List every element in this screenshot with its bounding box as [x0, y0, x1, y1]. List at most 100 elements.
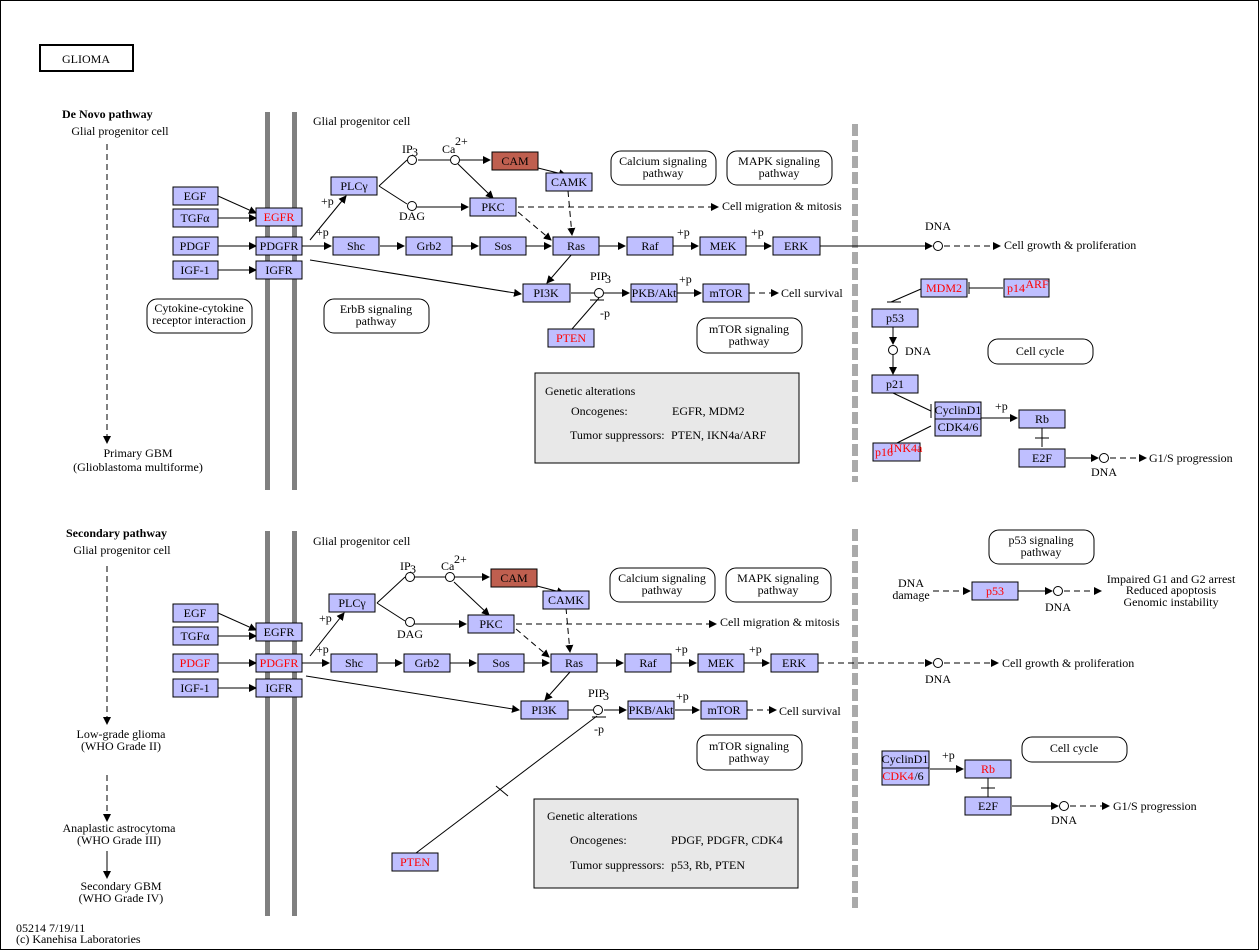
bottom-erk-node[interactable]: ERK	[770, 653, 819, 673]
svg-text:pathway: pathway	[759, 166, 800, 180]
top-igf1-node[interactable]: IGF-1	[172, 260, 219, 280]
top-shc-node[interactable]: Shc	[332, 236, 380, 256]
top-e2f-node[interactable]: E2F	[1018, 448, 1066, 468]
top-mek-node[interactable]: MEK	[699, 236, 747, 256]
bottom-dag-label: DAG	[397, 627, 423, 641]
svg-text:Sos: Sos	[494, 239, 512, 253]
top-pten-node[interactable]: PTEN	[547, 328, 595, 348]
bottom-pkb-node[interactable]: PKB/Akt	[627, 700, 675, 720]
svg-text:TGFα: TGFα	[181, 211, 211, 225]
top-mdm2-node[interactable]: MDM2	[920, 278, 968, 298]
bottom-p53-outcome3: Genomic instability	[1124, 595, 1219, 609]
top-p21-node[interactable]: p21	[871, 374, 919, 394]
top-cyclind1-node[interactable]: CyclinD1	[934, 401, 982, 420]
top-pdgfr-node[interactable]: PDGFR	[255, 236, 303, 256]
bottom-pten-node[interactable]: PTEN	[391, 852, 439, 872]
bottom-pdgfr-node[interactable]: PDGFR	[255, 653, 303, 673]
top-mtor-node[interactable]: mTOR	[702, 283, 750, 303]
top-p53-node[interactable]: p53	[871, 308, 919, 328]
svg-text:MAPK signaling: MAPK signaling	[737, 571, 819, 585]
bottom-rb-node[interactable]: Rb	[964, 759, 1012, 779]
bottom-cdk46-node[interactable]: CDK4 /6	[881, 767, 930, 786]
bottom-pdgf-node[interactable]: PDGF	[172, 653, 219, 673]
svg-text:ARF: ARF	[1025, 277, 1049, 291]
bottom-pathway-title: Secondary pathway	[66, 526, 167, 540]
bottom-cyclind1-node[interactable]: CyclinD1	[881, 750, 930, 769]
top-igfr-node[interactable]: IGFR	[255, 260, 303, 280]
bottom-dna-e2f: DNA	[1051, 813, 1077, 827]
bottom-sos-node[interactable]: Sos	[477, 653, 525, 673]
bottom-cam-node[interactable]: CAM	[490, 568, 538, 588]
top-raf-node[interactable]: Raf	[626, 236, 674, 256]
bottom-egfr-node[interactable]: EGFR	[255, 622, 303, 642]
bottom-pi3k-node[interactable]: PI3K	[520, 700, 569, 720]
top-compounds	[407, 155, 1109, 463]
bottom-g1s: G1/S progression	[1113, 799, 1197, 813]
svg-text:MAPK signaling: MAPK signaling	[738, 154, 820, 168]
top-egf-node[interactable]: EGF	[172, 186, 219, 206]
bottom-camk-node[interactable]: CAMK	[542, 590, 590, 610]
top-egfr-node[interactable]: EGFR	[255, 207, 303, 227]
top-sos-node[interactable]: Sos	[479, 236, 527, 256]
top-erk-node[interactable]: ERK	[772, 236, 821, 256]
top-rb-node[interactable]: Rb	[1018, 409, 1066, 429]
bottom-mtor-node[interactable]: mTOR	[700, 700, 748, 720]
svg-text:Tumor suppressors:: Tumor suppressors:	[570, 858, 665, 872]
bottom-ras-node[interactable]: Ras	[550, 653, 598, 673]
bottom-grb2-node[interactable]: Grb2	[403, 653, 451, 673]
top-plcg-node[interactable]: PLCγ	[330, 176, 378, 196]
top-pi3k-node[interactable]: PI3K	[522, 283, 571, 303]
top-pdgf-node[interactable]: PDGF	[172, 236, 219, 256]
top-edges	[217, 156, 1147, 462]
bottom-plcg-node[interactable]: PLCγ	[328, 593, 376, 613]
svg-text:MEK: MEK	[710, 239, 737, 253]
bottom-plus-p-erk: +p	[749, 642, 762, 656]
top-pkc-node[interactable]: PKC	[469, 197, 517, 217]
bottom-egf-node[interactable]: EGF	[172, 603, 219, 623]
top-cdk46-node[interactable]: CDK4/6	[934, 418, 982, 437]
bottom-e2f-node[interactable]: E2F	[964, 796, 1012, 816]
top-pkb-node[interactable]: PKB/Akt	[630, 283, 678, 303]
top-camk-node[interactable]: CAMK	[545, 172, 593, 192]
svg-text:Rb: Rb	[981, 762, 995, 776]
top-tgfa-node[interactable]: TGFα	[172, 208, 219, 228]
bottom-stage1-line2: (WHO Grade II)	[81, 739, 161, 753]
bottom-tgfa-node[interactable]: TGFα	[172, 626, 219, 646]
bottom-stage2-line1: Anaplastic astrocytoma	[63, 821, 177, 835]
top-p14-node[interactable]: p14 ARF	[1003, 277, 1050, 298]
bottom-mek-node[interactable]: MEK	[697, 653, 745, 673]
bottom-ip3-sub: 3	[410, 562, 416, 576]
top-dna-p53: DNA	[905, 344, 931, 358]
svg-text:PLCγ: PLCγ	[338, 596, 366, 610]
top-ref-cellcycle[interactable]: Cell cycle	[987, 338, 1094, 365]
top-cam-node[interactable]: CAM	[491, 151, 539, 171]
top-ca-label: Ca	[442, 142, 456, 156]
svg-text:IGFR: IGFR	[265, 681, 292, 695]
bottom-shc-node[interactable]: Shc	[330, 653, 378, 673]
bottom-p53-node[interactable]: p53	[971, 581, 1019, 601]
bottom-ref-cellcycle[interactable]: Cell cycle	[1021, 736, 1128, 763]
top-ras-node[interactable]: Ras	[552, 236, 600, 256]
top-grb2-node[interactable]: Grb2	[405, 236, 453, 256]
svg-text:p21: p21	[886, 377, 904, 391]
bottom-pkc-node[interactable]: PKC	[467, 614, 515, 634]
bottom-igf1-node[interactable]: IGF-1	[172, 678, 219, 698]
svg-text:p53 signaling: p53 signaling	[1009, 533, 1074, 547]
footer-id: 05214 7/19/11	[16, 921, 85, 935]
svg-text:CyclinD1: CyclinD1	[935, 403, 982, 417]
top-membrane-cell-label: Glial progenitor cell	[313, 114, 411, 128]
bottom-raf-node[interactable]: Raf	[624, 653, 672, 673]
svg-text:/6: /6	[914, 769, 923, 783]
bottom-igfr-node[interactable]: IGFR	[255, 678, 303, 698]
bottom-plus-p-plcg: +p	[319, 611, 332, 625]
top-p16-node[interactable]: p16 INK4a	[872, 441, 923, 462]
